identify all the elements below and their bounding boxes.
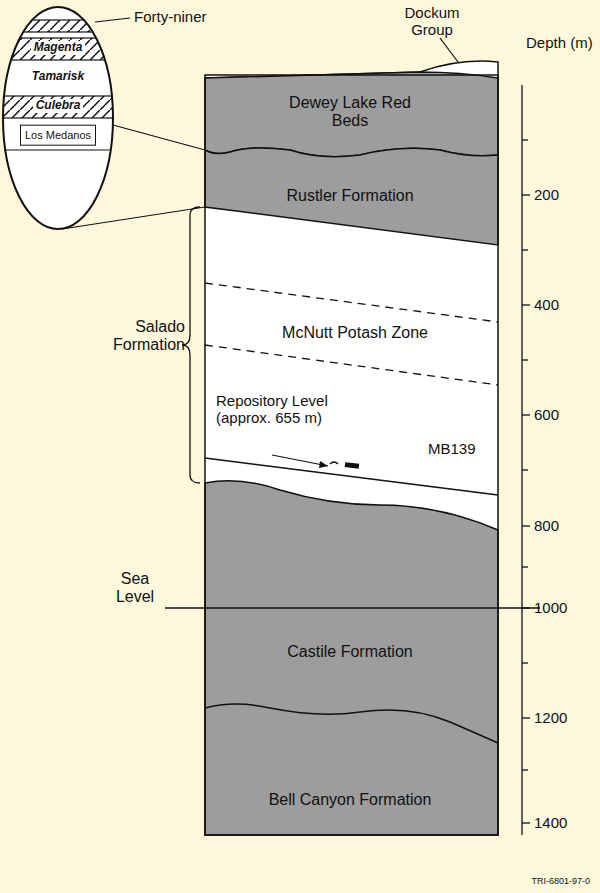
dewey-lake-band (205, 72, 498, 157)
depth-tick (522, 566, 528, 567)
depth-tick (522, 822, 530, 823)
sea-level-line (165, 607, 540, 608)
column-outline (205, 75, 498, 835)
figure-id: TRI-6801-97-0 (531, 876, 590, 886)
castile-band (205, 481, 498, 835)
inset-connector (113, 125, 205, 150)
formation-name: Castile Formation (287, 643, 412, 661)
formation-band: Rustler Formation (286, 187, 413, 205)
inset-outline (3, 7, 113, 229)
layer-label: Culebra (33, 99, 84, 113)
formation-band: Castile Formation (287, 643, 412, 661)
layer-label: Forty-niner (134, 8, 207, 25)
potash-upper-boundary (205, 283, 498, 322)
dockum-leader (440, 38, 458, 62)
potash-lower-boundary (205, 345, 498, 385)
rustler-band (205, 148, 498, 245)
depth-tick (522, 359, 528, 360)
formation-name: Los Medanos (25, 129, 91, 142)
repository-drift (330, 462, 338, 464)
depth-value: 1000 (534, 599, 567, 616)
layer-box: Los Medanos (20, 125, 96, 146)
formation-band: Bell Canyon Formation (269, 791, 432, 809)
depth-axis (521, 85, 522, 835)
sea-level-label: Sea Level (105, 570, 165, 607)
depth-value: 1400 (534, 814, 567, 831)
marker-bed-label: MB139 (428, 440, 476, 457)
depth-tick (522, 194, 530, 195)
depth-tick (522, 249, 528, 250)
depth-value: 400 (534, 296, 559, 313)
formation-name: Bell Canyon Formation (269, 791, 432, 809)
depth-tick (522, 525, 530, 526)
forty-niner-leader (95, 18, 130, 22)
formation-name: Rustler Formation (286, 187, 413, 205)
layer-label: Magenta (31, 41, 86, 55)
castile-bellcanyon-boundary (205, 704, 498, 743)
group-label: Dockum Group (402, 4, 462, 39)
depth-tick (522, 414, 530, 415)
depth-tick (522, 717, 530, 718)
formation-label: Salado Formation (103, 318, 185, 355)
culebra-layer (0, 96, 120, 118)
repository-label: Repository Level (approx. 655 m) (216, 392, 341, 427)
depth-tick (522, 607, 530, 608)
depth-value: 600 (534, 406, 559, 423)
zone-label: McNutt Potash Zone (282, 324, 428, 342)
los-medanos-base (0, 149, 120, 150)
axis-title: Depth (m) (526, 34, 593, 51)
forty-niner-layer (0, 20, 120, 32)
formation-band: Dewey Lake Red Beds (280, 94, 420, 131)
depth-value: 800 (534, 517, 559, 534)
depth-tick (522, 769, 528, 770)
formation-name: Dewey Lake Red Beds (280, 94, 420, 131)
depth-tick (522, 469, 528, 470)
depth-tick (522, 662, 528, 663)
layer-label: Tamarisk (29, 70, 87, 84)
depth-tick (522, 139, 528, 140)
column-base (205, 75, 498, 835)
depth-tick (522, 304, 530, 305)
repository-arrowhead (319, 461, 328, 468)
depth-value: 1200 (534, 709, 567, 726)
depth-value: 200 (534, 186, 559, 203)
depth-ticks (522, 140, 530, 823)
repository-mark (345, 462, 360, 469)
